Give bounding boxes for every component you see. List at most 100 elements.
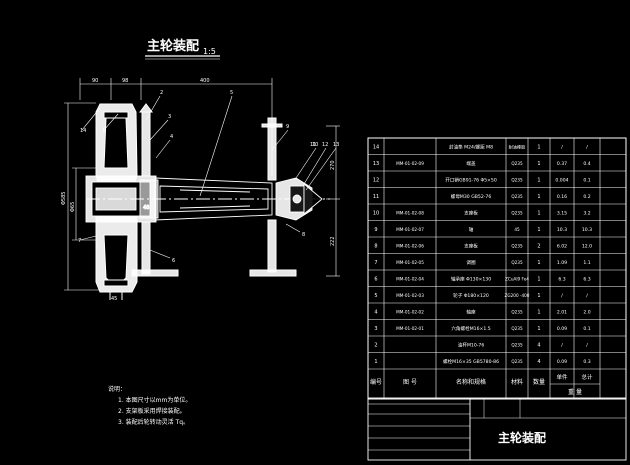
bom-row-11-unit: 0.16 [557, 194, 567, 200]
bom-row-1-total: 0.3 [583, 359, 590, 365]
bom-row-2-qty: 4 [537, 343, 540, 349]
bom-row-3-no: 3 [374, 326, 377, 332]
bom-row-5-unit: / [561, 293, 563, 299]
notes-heading: 说明： [108, 386, 127, 393]
bom-row-13-code: MM-01-02-09 [396, 161, 424, 166]
bom-row-6-unit: 6.3 [558, 277, 565, 283]
bom-row-7-code: MM-01-02-05 [396, 260, 424, 265]
bom-row-14-material: 耐油橡胶 [509, 144, 526, 151]
vertical-plate-right [249, 117, 297, 277]
bom-row-3-unit: 0.09 [557, 326, 567, 332]
bom-row-13-no: 13 [373, 161, 379, 167]
bom-row-13-unit: 0.37 [557, 161, 567, 167]
bom-row-2-unit: / [561, 343, 563, 349]
bom-row-8-unit: 6.02 [557, 244, 567, 250]
bom-row-14-unit: / [561, 145, 563, 151]
bom-row-2-name: 油杯M10-76 [458, 342, 485, 349]
drawing-scale: 1:5 [203, 47, 216, 56]
bom-row-6-no: 6 [374, 277, 377, 283]
bom-row-12-qty: 1 [537, 178, 540, 184]
dim-right-lower: 222 [330, 236, 336, 246]
note-1: 1. 本图尺寸以mm为单位。 [118, 397, 192, 404]
balloon-8: 8 [302, 232, 305, 238]
bom-row-9-no: 9 [374, 227, 377, 233]
bom-row-8-material: Q235 [511, 244, 523, 249]
bom-row-5-total: / [586, 293, 588, 299]
bom-header-name: 名称和规格 [456, 378, 486, 386]
dim-top-span: 400 [200, 78, 210, 84]
bom-row-12-no: 12 [373, 178, 379, 184]
bom-row-8-total: 12.0 [582, 244, 592, 250]
bom-row-1-qty: 4 [537, 359, 540, 365]
bom-row-3-total: 0.1 [583, 326, 590, 332]
bom-row-1-unit: 0.09 [557, 359, 567, 365]
bom-row-13-material: Q235 [511, 161, 523, 166]
note-2: 2. 支架板采用焊接装配。 [118, 408, 186, 415]
bom-row-4-qty: 1 [537, 310, 540, 316]
vertical-plate-left [131, 103, 179, 277]
title-block [367, 397, 627, 461]
bom-row-11-qty: 1 [537, 194, 540, 200]
dim-right-upper: 270 [330, 160, 336, 170]
note-3: 3. 装配后轮转动灵活 Tq。 [118, 419, 190, 426]
balloon-7: 7 [78, 238, 81, 244]
bom-row-10-unit: 3.15 [557, 211, 567, 217]
bom-row-10-material: Q235 [511, 211, 523, 216]
bom-row-4-name: 轴座 [466, 309, 476, 316]
balloon-5: 5 [230, 90, 233, 96]
bom-row-4-material: Q235 [511, 310, 523, 315]
balloon-14: 14 [80, 128, 86, 134]
bom-row-6-total: 6.3 [583, 277, 590, 283]
bom-header-qty: 数量 [533, 378, 545, 386]
bom-row-4-no: 4 [374, 310, 377, 316]
notes: 说明： 1. 本图尺寸以mm为单位。 2. 支架板采用焊接装配。 3. 装配后轮… [108, 384, 192, 428]
bom-row-3-qty: 1 [537, 326, 540, 332]
balloon-2: 2 [160, 90, 163, 96]
bom-row-5-code: MM-01-02-03 [396, 293, 424, 298]
right-dimensions [326, 125, 340, 277]
bom-row-14-total: / [586, 145, 588, 151]
bom-row-5-no: 5 [374, 293, 377, 299]
bom-row-1-no: 1 [374, 359, 377, 365]
bom-row-2-total: / [586, 343, 588, 349]
bom-row-9-unit: 10.3 [557, 227, 567, 233]
bom-row-8-no: 8 [374, 244, 377, 250]
bom-row-10-total: 3.2 [583, 211, 590, 217]
bom-row-9-qty: 1 [537, 227, 540, 233]
balloon-3: 3 [168, 114, 171, 120]
bom-row-4-total: 2.0 [583, 310, 590, 316]
bom-row-1-name: 螺栓M16×35 GB5780-86 [443, 358, 499, 365]
bom-header-no: 编号 [370, 378, 382, 386]
balloon-10: 10 [312, 142, 318, 148]
bom-row-3-code: MM-01-02-01 [396, 326, 424, 331]
bom-row-13-qty: 1 [537, 161, 540, 167]
bom-row-10-code: MM-01-02-08 [396, 211, 424, 216]
dim-left-inner: Φ65 [70, 202, 76, 212]
balloon-6: 6 [172, 258, 175, 264]
bom-row-6-code: MM-01-02-04 [396, 277, 424, 282]
bom-header-material: 材料 [511, 378, 523, 386]
bom-row-7-total: 1.1 [583, 260, 590, 266]
bom-row-2-no: 2 [374, 343, 377, 349]
balloon-11: 11 [310, 142, 316, 148]
bom-row-5-name: 轮子 Φ180×120 [453, 292, 489, 299]
bom-row-5-qty: 1 [537, 293, 540, 299]
bom-row-11-name: 螺母M30 GB52-76 [451, 193, 492, 200]
bom-row-12-total: 0.1 [583, 178, 590, 184]
bom-row-8-name: 支座板 [464, 243, 478, 250]
bom-row-9-code: MM-01-02-07 [396, 227, 424, 232]
bom-header-total-weight: 总计 [581, 373, 593, 381]
bom-header-code: 图 号 [403, 379, 417, 386]
bom-row-3-name: 六角螺栓M16×1.5 [451, 325, 490, 332]
balloon-9: 9 [286, 124, 289, 130]
bom-row-8-qty: 2 [537, 244, 540, 250]
bom-row-6-name: 轴承座 Φ130×130 [451, 276, 491, 283]
bom-row-14-qty: 1 [537, 145, 540, 151]
end-cap [275, 177, 323, 221]
left-dimensions [64, 102, 100, 291]
bom-header-unit-weight: 单件 [556, 373, 568, 381]
dim-top-left-b: 98 [122, 78, 128, 84]
balloon-4: 4 [170, 134, 173, 140]
bom-row-14-no: 14 [373, 145, 379, 151]
